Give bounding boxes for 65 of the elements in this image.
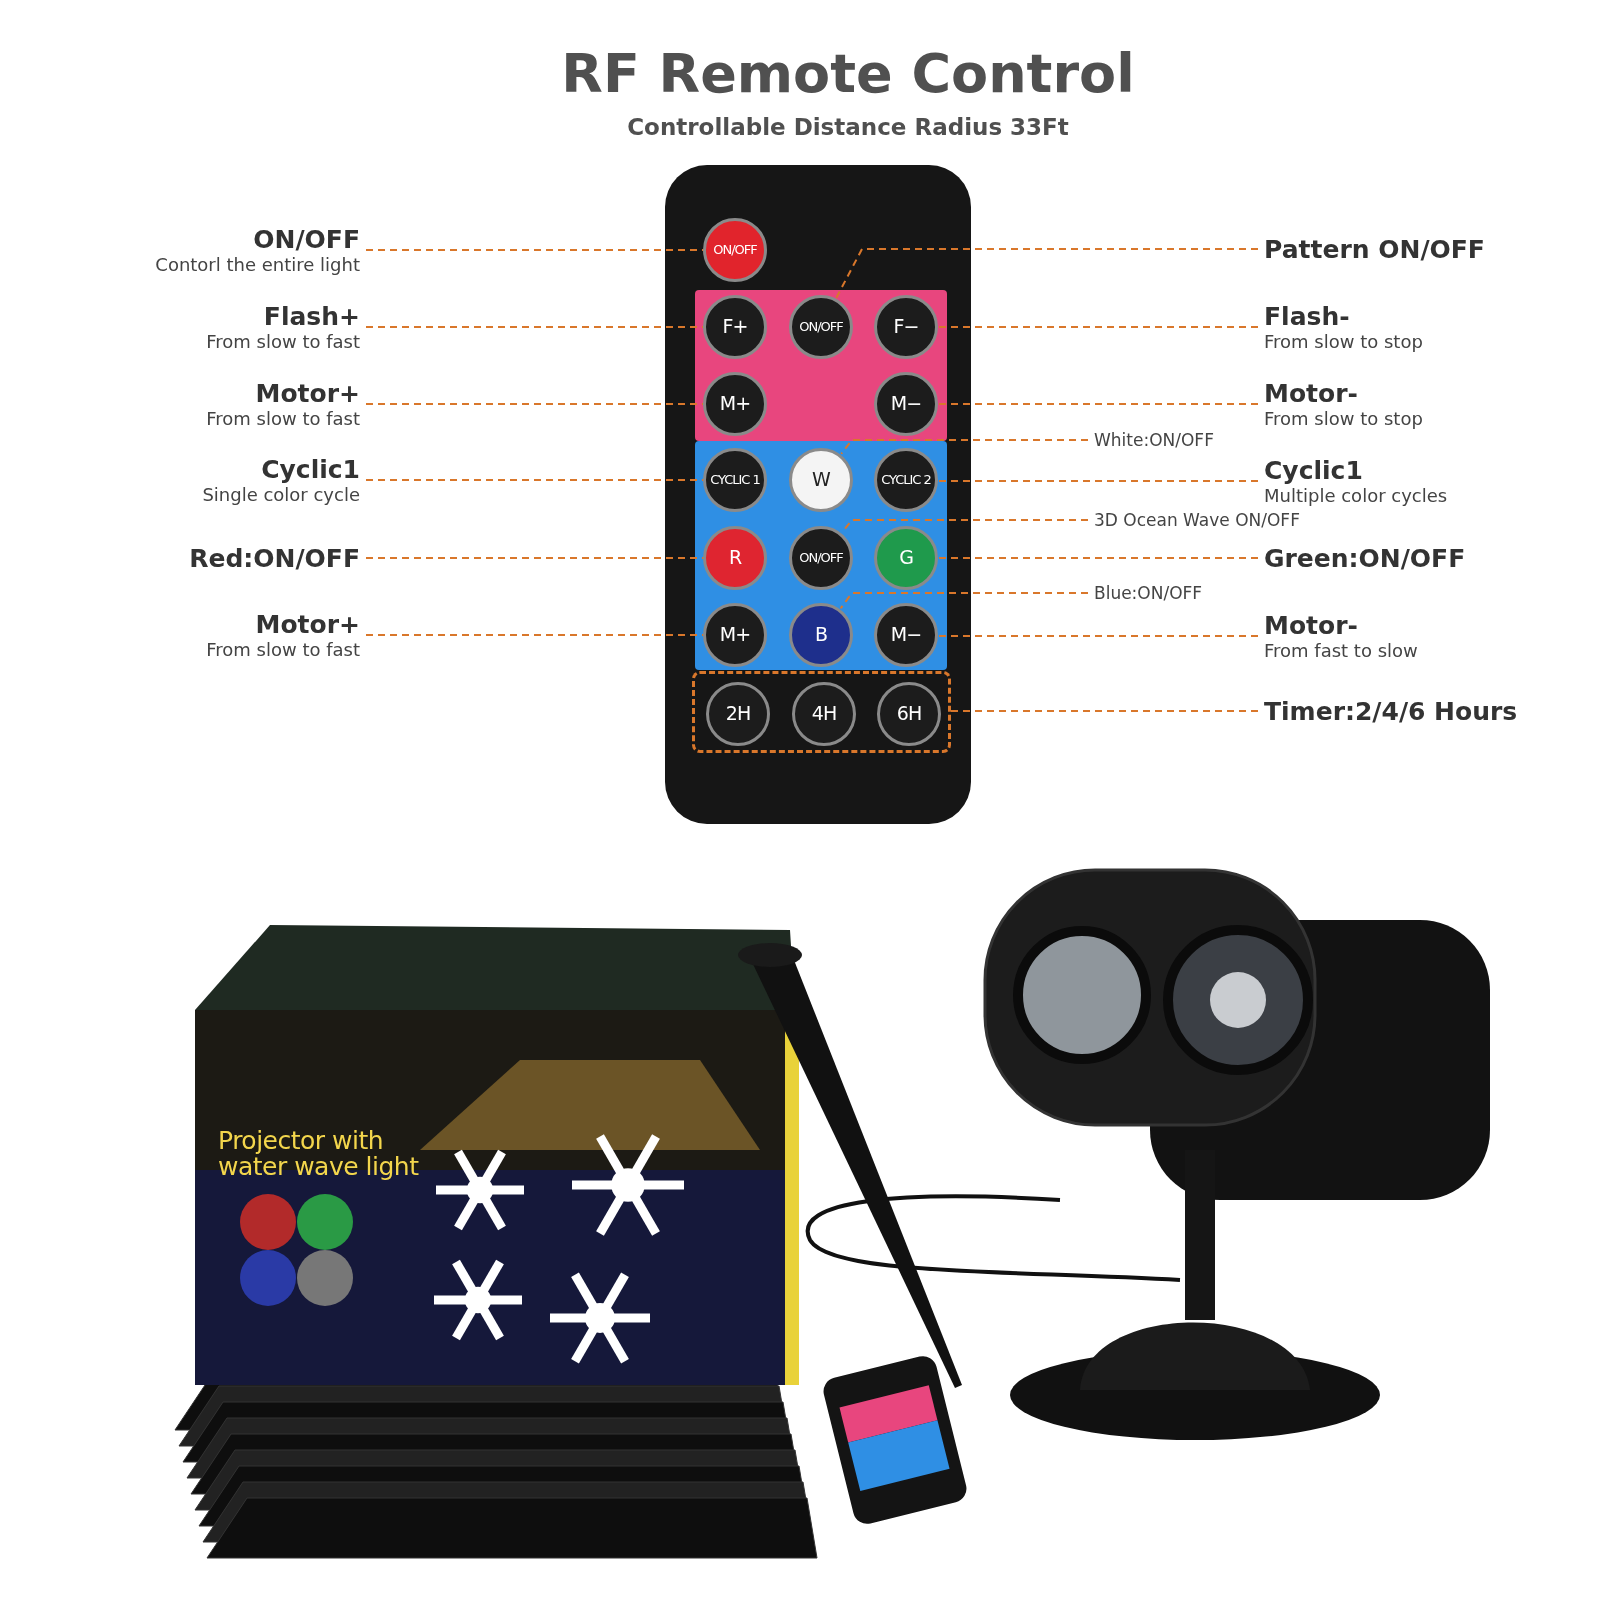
leader-line [937,403,1259,405]
remote-button: CYCLIC 2 [874,448,938,512]
leader-line [365,249,704,251]
remote-button: ON/OFF [703,218,767,282]
function-description: Multiple color cycles [1264,485,1448,506]
remote-button: M+ [703,603,767,667]
function-description: From slow to fast [206,331,360,352]
function-description: Contorl the entire light [155,254,360,275]
function-label: Pattern ON/OFF [1264,234,1485,264]
timer-button-group [692,671,951,753]
function-description: From slow to fast [206,408,360,429]
leader-line [840,439,1089,455]
leader-line [937,557,1259,559]
remote-button: CYCLIC 1 [703,448,767,512]
remote-button: 4H [792,682,856,746]
remote-button: B [789,603,853,667]
leader-line [839,592,1089,610]
leader-line [835,248,1259,299]
leader-line [937,480,1259,482]
remote-button: G [874,526,938,590]
function-label: Cyclic1 [261,455,360,484]
function-description: From slow to fast [206,639,360,660]
remote-button: ON/OFF [789,295,853,359]
remote-button: W [789,448,853,512]
function-label: Red:ON/OFF [189,543,360,573]
function-description: From slow to stop [1264,408,1423,429]
remote-button: F+ [703,295,767,359]
function-label: Green:ON/OFF [1264,543,1466,573]
remote-button: M− [874,372,938,436]
function-label: Blue:ON/OFF [1094,583,1203,603]
function-description: From slow to stop [1264,331,1423,352]
leader-line [365,403,704,405]
function-label: Motor+ [255,379,360,408]
function-label: Motor- [1264,611,1358,640]
leader-line [937,326,1259,328]
function-label: 3D Ocean Wave ON/OFF [1094,510,1300,530]
function-label: Motor- [1264,379,1358,408]
leader-line [950,710,1259,712]
function-label: Flash- [1264,302,1350,331]
title: RF Remote Control [560,42,1136,105]
leader-line [937,635,1259,637]
remote-button: M− [874,603,938,667]
button-panel [695,441,947,670]
function-label: ON/OFF [253,225,360,254]
subtitle: Controllable Distance Radius 33Ft [626,114,1070,140]
function-label: Motor+ [255,610,360,639]
leader-line [365,479,704,481]
remote-button: R [703,526,767,590]
leader-line [365,557,704,559]
function-description: Single color cycle [202,484,360,505]
function-label: Cyclic1 [1264,456,1363,485]
leader-line [365,326,704,328]
remote-button: 2H [706,682,770,746]
remote-button: 6H [877,682,941,746]
button-panel [695,290,947,441]
function-label: Timer:2/4/6 Hours [1264,696,1518,726]
package-text: Projector with water wave light [218,1128,420,1181]
remote-body [665,165,971,824]
leader-line [365,634,704,636]
function-description: From fast to slow [1264,640,1418,661]
function-label: Flash+ [263,302,360,331]
function-label: White:ON/OFF [1094,430,1214,450]
remote-button: M+ [703,372,767,436]
remote-button: ON/OFF [789,526,853,590]
remote-button: F− [874,295,938,359]
